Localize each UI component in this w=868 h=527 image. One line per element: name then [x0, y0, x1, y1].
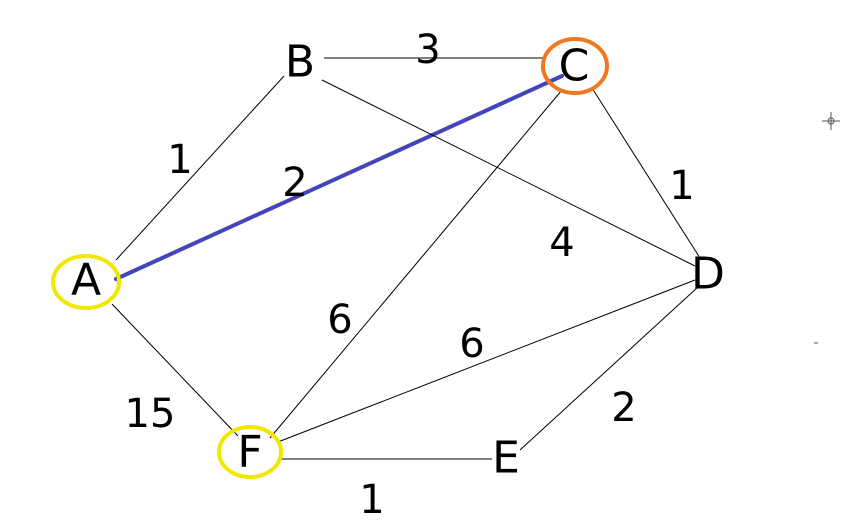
- highlight-circles-layer: [51, 37, 609, 479]
- edge-d-e: [519, 286, 699, 451]
- edge-c-f: [269, 89, 563, 439]
- weight-label-f-e: 1: [359, 477, 384, 523]
- edge-a-b: [115, 75, 285, 261]
- weights-layer: 1 2 3 4 1 6 6 2 1 15: [125, 27, 695, 523]
- edge-b-d: [321, 79, 696, 267]
- nodes-layer: A B C D E F: [71, 37, 725, 484]
- edge-a-c: [114, 74, 564, 281]
- edge-c-d: [591, 87, 701, 259]
- edges-layer: [111, 57, 701, 460]
- highlight-circle-f: [217, 425, 283, 479]
- crosshair-cursor-icon: [822, 112, 840, 130]
- node-c: C: [559, 41, 590, 92]
- node-e: E: [492, 433, 520, 484]
- node-d: D: [691, 249, 725, 300]
- node-b: B: [285, 37, 315, 88]
- edge-a-f: [111, 303, 239, 437]
- highlight-circle-a: [51, 254, 121, 310]
- node-f: F: [237, 427, 262, 478]
- weight-label-c-f: 6: [327, 297, 352, 343]
- weight-label-b-d: 4: [549, 220, 574, 266]
- weight-label-a-c: 2: [282, 160, 307, 206]
- weight-label-b-c: 3: [415, 27, 440, 73]
- node-a: A: [71, 255, 101, 306]
- weight-label-a-f: 15: [125, 391, 176, 437]
- weight-label-f-d: 6: [459, 321, 484, 367]
- weight-label-a-b: 1: [167, 137, 192, 183]
- weight-label-c-d: 1: [669, 163, 694, 209]
- edge-f-d: [277, 279, 696, 443]
- highlight-circle-c: [541, 37, 609, 95]
- weight-label-d-e: 2: [611, 385, 636, 431]
